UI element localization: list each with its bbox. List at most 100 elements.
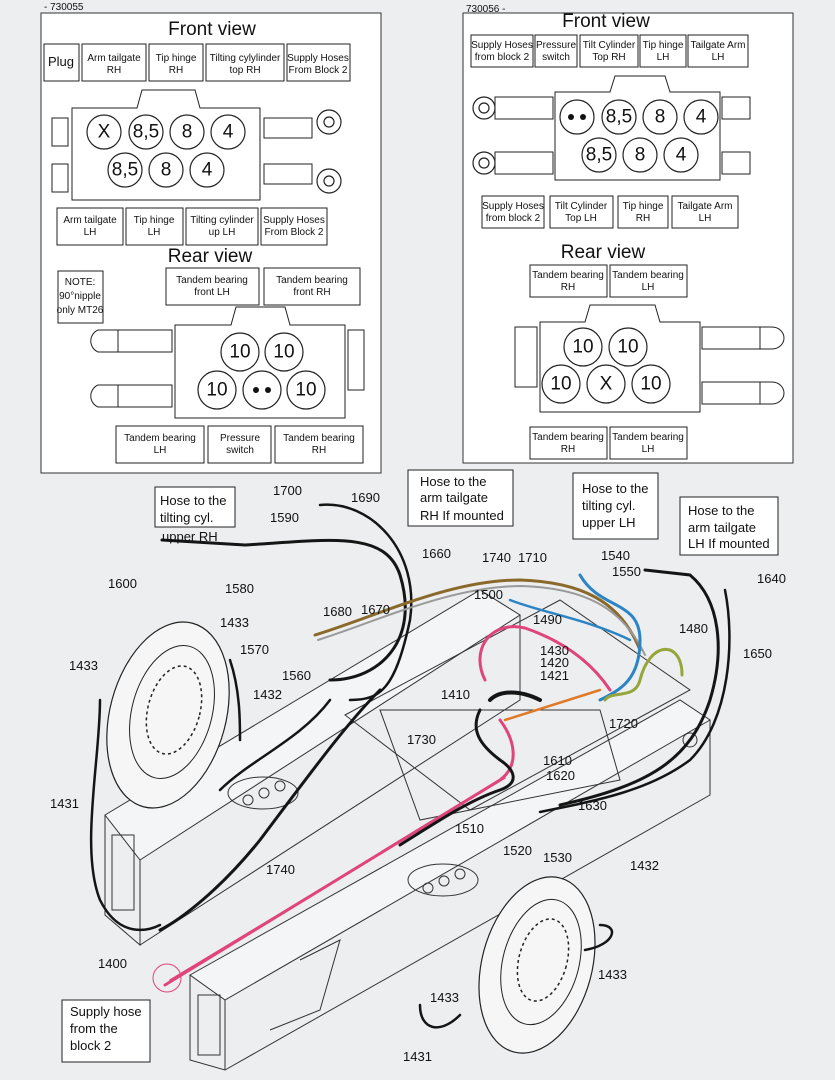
callouts: Hose to the tilting cyl. upper RH Hose t… [61, 469, 779, 1063]
svg-text:up LH: up LH [209, 227, 236, 238]
part-number: 1580 [225, 581, 254, 596]
svg-text:arm tailgate: arm tailgate [420, 490, 488, 505]
part-number: 1400 [98, 956, 127, 971]
svg-text:Supply Hoses: Supply Hoses [263, 215, 325, 226]
part-number: 1431 [50, 796, 79, 811]
svg-text:only MT26: only MT26 [57, 305, 104, 316]
svg-text:RH: RH [312, 445, 326, 456]
svg-text:Tandem bearing: Tandem bearing [532, 270, 604, 281]
svg-text:Rear view: Rear view [561, 242, 646, 263]
part-number: 1680 [323, 604, 352, 619]
svg-text:10: 10 [206, 380, 227, 401]
panel-id: - 730055 [44, 2, 84, 13]
svg-text:Supply Hoses: Supply Hoses [471, 40, 533, 51]
part-number: 1670 [361, 602, 390, 617]
part-number: 1410 [441, 687, 470, 702]
part-number: 1432 [630, 858, 659, 873]
part-number: 1431 [403, 1049, 432, 1064]
svg-text:LH: LH [148, 227, 161, 238]
part-number: 1730 [407, 732, 436, 747]
part-number: 1430 [540, 643, 569, 658]
label-plug: Plug [48, 54, 74, 69]
label-tip-hinge-rh: Tip hinge [156, 53, 197, 64]
part-number: 1433 [598, 967, 627, 982]
panel-id-right: 730056 - [466, 4, 505, 15]
svg-text:8,5: 8,5 [586, 145, 612, 166]
part-number: 1480 [679, 621, 708, 636]
part-number: 1700 [273, 483, 302, 498]
callout-tilting-upper-lh: Hose to the [582, 481, 649, 496]
svg-text:10: 10 [295, 380, 316, 401]
part-number: 1420 [540, 655, 569, 670]
part-number: 1710 [518, 550, 547, 565]
svg-text:Tailgate Arm: Tailgate Arm [677, 201, 732, 212]
svg-text:top RH: top RH [229, 65, 260, 76]
svg-text:4: 4 [676, 145, 687, 166]
label-arm-tailgate-rh: Arm tailgate [87, 53, 141, 64]
svg-text:Tandem bearing: Tandem bearing [276, 275, 348, 286]
part-number: 1740 [266, 862, 295, 877]
part-number: 1540 [601, 548, 630, 563]
front-view-title: Front view [168, 19, 256, 40]
part-number: 1620 [546, 768, 575, 783]
part-number: 1720 [609, 716, 638, 731]
svg-text:LH: LH [642, 282, 655, 293]
part-number: 1550 [612, 564, 641, 579]
svg-text:4: 4 [696, 107, 707, 128]
svg-text:10: 10 [572, 337, 593, 358]
callout-arm-tailgate-rh: Hose to the [420, 474, 487, 489]
svg-text:10: 10 [550, 374, 571, 395]
svg-text:Tandem bearing: Tandem bearing [176, 275, 248, 286]
note-text: NOTE: [65, 277, 96, 288]
part-number: 1560 [282, 668, 311, 683]
svg-text:X: X [600, 374, 613, 395]
svg-text:LH If mounted: LH If mounted [688, 536, 770, 551]
svg-text:RH: RH [561, 444, 575, 455]
svg-text:LH: LH [712, 52, 725, 63]
svg-text:upper LH: upper LH [582, 515, 635, 530]
svg-text:Top LH: Top LH [565, 213, 597, 224]
callout-arm-tailgate-lh: Hose to the [688, 503, 755, 518]
part-number: 1490 [533, 612, 562, 627]
svg-text:tilting cyl.: tilting cyl. [582, 498, 635, 513]
part-number: 1530 [543, 850, 572, 865]
svg-text:From Block 2: From Block 2 [265, 227, 324, 238]
part-number: 1630 [578, 798, 607, 813]
svg-text:RH: RH [107, 65, 121, 76]
svg-text:front LH: front LH [194, 287, 230, 298]
part-number: 1520 [503, 843, 532, 858]
svg-text:Tandem bearing: Tandem bearing [283, 433, 355, 444]
svg-text:LH: LH [154, 445, 167, 456]
svg-text:switch: switch [542, 52, 570, 63]
svg-text:Tandem bearing: Tandem bearing [612, 432, 684, 443]
port-8: 8 [182, 122, 193, 143]
svg-text:Tip hinge: Tip hinge [134, 215, 175, 226]
port-4: 4 [223, 122, 234, 143]
svg-text:Tilt Cylinder: Tilt Cylinder [555, 201, 608, 212]
part-number: 1433 [430, 990, 459, 1005]
svg-text:from block 2: from block 2 [486, 213, 541, 224]
svg-text:Tailgate Arm: Tailgate Arm [690, 40, 745, 51]
port-4-lower: 4 [202, 160, 213, 181]
part-numbers: 1700 1690 1590 1600 1660 1740 1710 1540 … [50, 483, 786, 1064]
svg-text:tilting cyl.: tilting cyl. [160, 510, 213, 525]
svg-text:Pressure: Pressure [536, 40, 576, 51]
left-panel: - 730055 Front view Plug Arm tailgate RH… [40, 2, 382, 474]
svg-text:Top RH: Top RH [592, 52, 625, 63]
svg-text:Tilt Cylinder: Tilt Cylinder [583, 40, 636, 51]
svg-text:RH: RH [169, 65, 183, 76]
part-number: 1421 [540, 668, 569, 683]
svg-text:Tip hinge: Tip hinge [643, 40, 684, 51]
port-8-lower: 8 [161, 160, 172, 181]
svg-text:90°nipple: 90°nipple [59, 291, 101, 302]
svg-text:from the: from the [70, 1021, 118, 1036]
svg-text:10: 10 [273, 342, 294, 363]
svg-text:10: 10 [640, 374, 661, 395]
part-number: 1740 [482, 550, 511, 565]
svg-text:LH: LH [699, 213, 712, 224]
label-tilting-top-rh: Tilting cylylinder [210, 53, 281, 64]
hoses [89, 503, 731, 1029]
svg-text:From Block 2: From Block 2 [289, 65, 348, 76]
part-number: 1590 [270, 510, 299, 525]
